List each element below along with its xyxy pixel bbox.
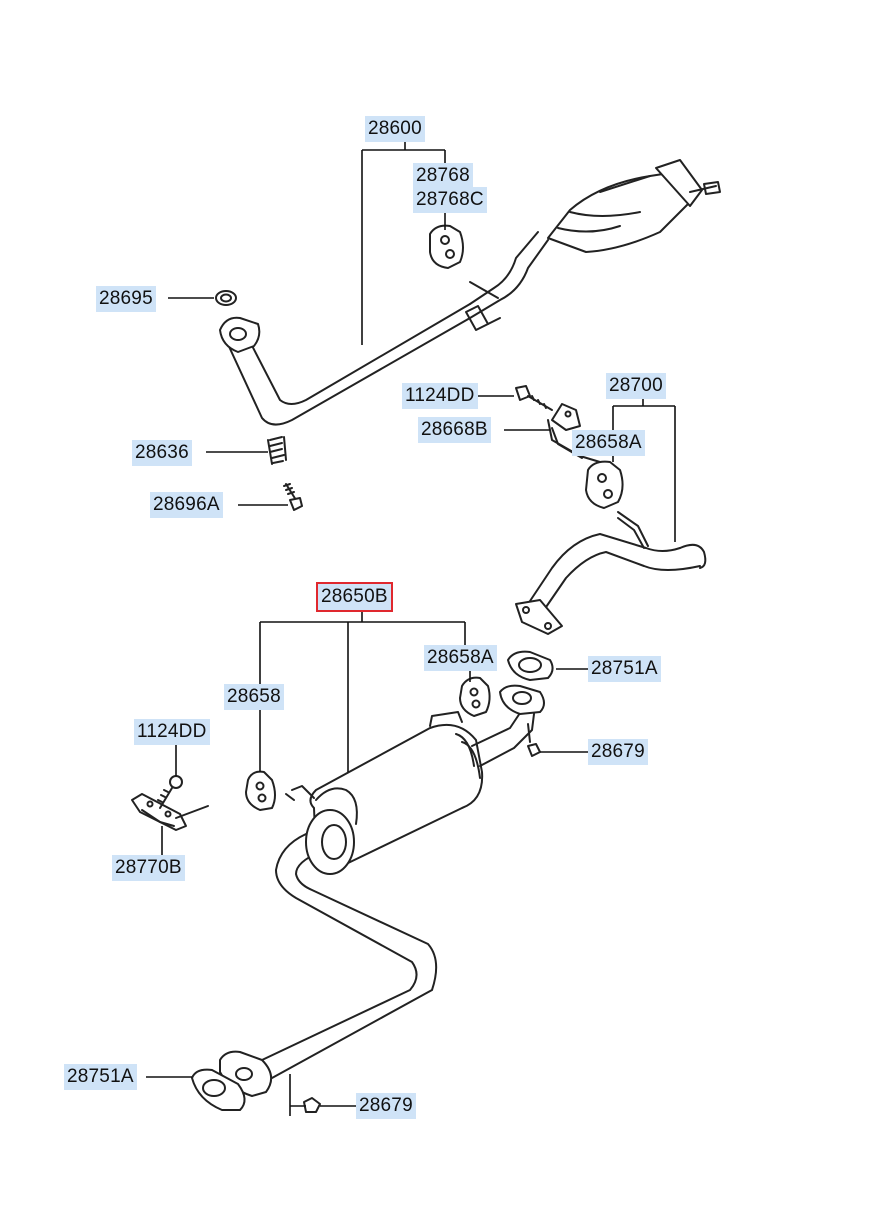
rubber-hanger-28658A-mid	[459, 676, 491, 717]
label-28751A-right[interactable]: 28751A	[588, 656, 661, 682]
label-28658[interactable]: 28658	[224, 684, 284, 710]
label-28679-right[interactable]: 28679	[588, 739, 648, 765]
leader-lines	[146, 142, 676, 1116]
label-28650B[interactable]: 28650B	[316, 582, 393, 612]
label-28695[interactable]: 28695	[96, 286, 156, 312]
center-pipe-assembly	[515, 403, 707, 635]
label-28700[interactable]: 28700	[606, 373, 666, 399]
label-28770B[interactable]: 28770B	[112, 855, 185, 881]
label-28679-bottom[interactable]: 28679	[356, 1093, 416, 1119]
label-28751A-bottom[interactable]: 28751A	[64, 1064, 137, 1090]
rubber-hanger-28658	[245, 770, 276, 811]
label-28768C[interactable]: 28768C	[413, 187, 487, 213]
gasket-28751A-right	[507, 650, 554, 681]
nut-28679-right	[527, 723, 541, 757]
label-1124DD-left[interactable]: 1124DD	[134, 719, 210, 745]
bolt-28696A	[283, 483, 303, 511]
label-28668B[interactable]: 28668B	[418, 417, 491, 443]
gasket-ring-28695	[215, 290, 237, 306]
muffler-assembly	[219, 684, 545, 1097]
bracket-28770B	[131, 793, 209, 831]
nut-28679-bottom	[303, 1097, 321, 1113]
label-28768[interactable]: 28768	[413, 163, 473, 189]
label-28658A-mid[interactable]: 28658A	[424, 645, 497, 671]
label-28600[interactable]: 28600	[365, 116, 425, 142]
label-1124DD-top[interactable]: 1124DD	[402, 383, 478, 409]
label-28696A[interactable]: 28696A	[150, 492, 223, 518]
label-28658A-top[interactable]: 28658A	[572, 430, 645, 456]
gasket-28751A-bottom	[191, 1068, 246, 1111]
front-pipe-assembly	[219, 159, 721, 426]
bolt-1124DD-top	[515, 385, 553, 411]
rubber-hanger-28768	[429, 224, 464, 269]
spring-28636	[267, 436, 287, 465]
label-28636[interactable]: 28636	[132, 440, 192, 466]
